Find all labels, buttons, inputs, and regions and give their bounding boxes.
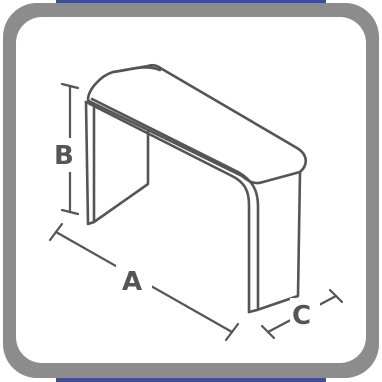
table-left-leg xyxy=(84,100,96,226)
dimension-label-a: A xyxy=(122,267,142,297)
table-front-edge-inner xyxy=(90,97,260,310)
label-c-backing xyxy=(290,298,320,332)
dimension-a-tick-right xyxy=(224,322,240,342)
table-back-edge xyxy=(111,66,162,74)
dimension-c-tick-left xyxy=(260,324,276,340)
label-a-backing xyxy=(116,262,152,296)
dimension-label-c: C xyxy=(292,301,311,331)
table-left-leg-inner xyxy=(92,130,150,224)
label-b-backing xyxy=(52,138,82,172)
dimension-b-tick-top xyxy=(60,82,80,90)
dimension-label-b: B xyxy=(54,141,74,171)
dimension-b-tick-bottom xyxy=(60,208,80,216)
dimension-c-tick-right xyxy=(328,288,344,304)
table-right-leg xyxy=(247,170,302,314)
dimension-a-tick-left xyxy=(48,222,64,242)
table-front-edge xyxy=(84,100,251,314)
table-drawing xyxy=(84,63,307,314)
